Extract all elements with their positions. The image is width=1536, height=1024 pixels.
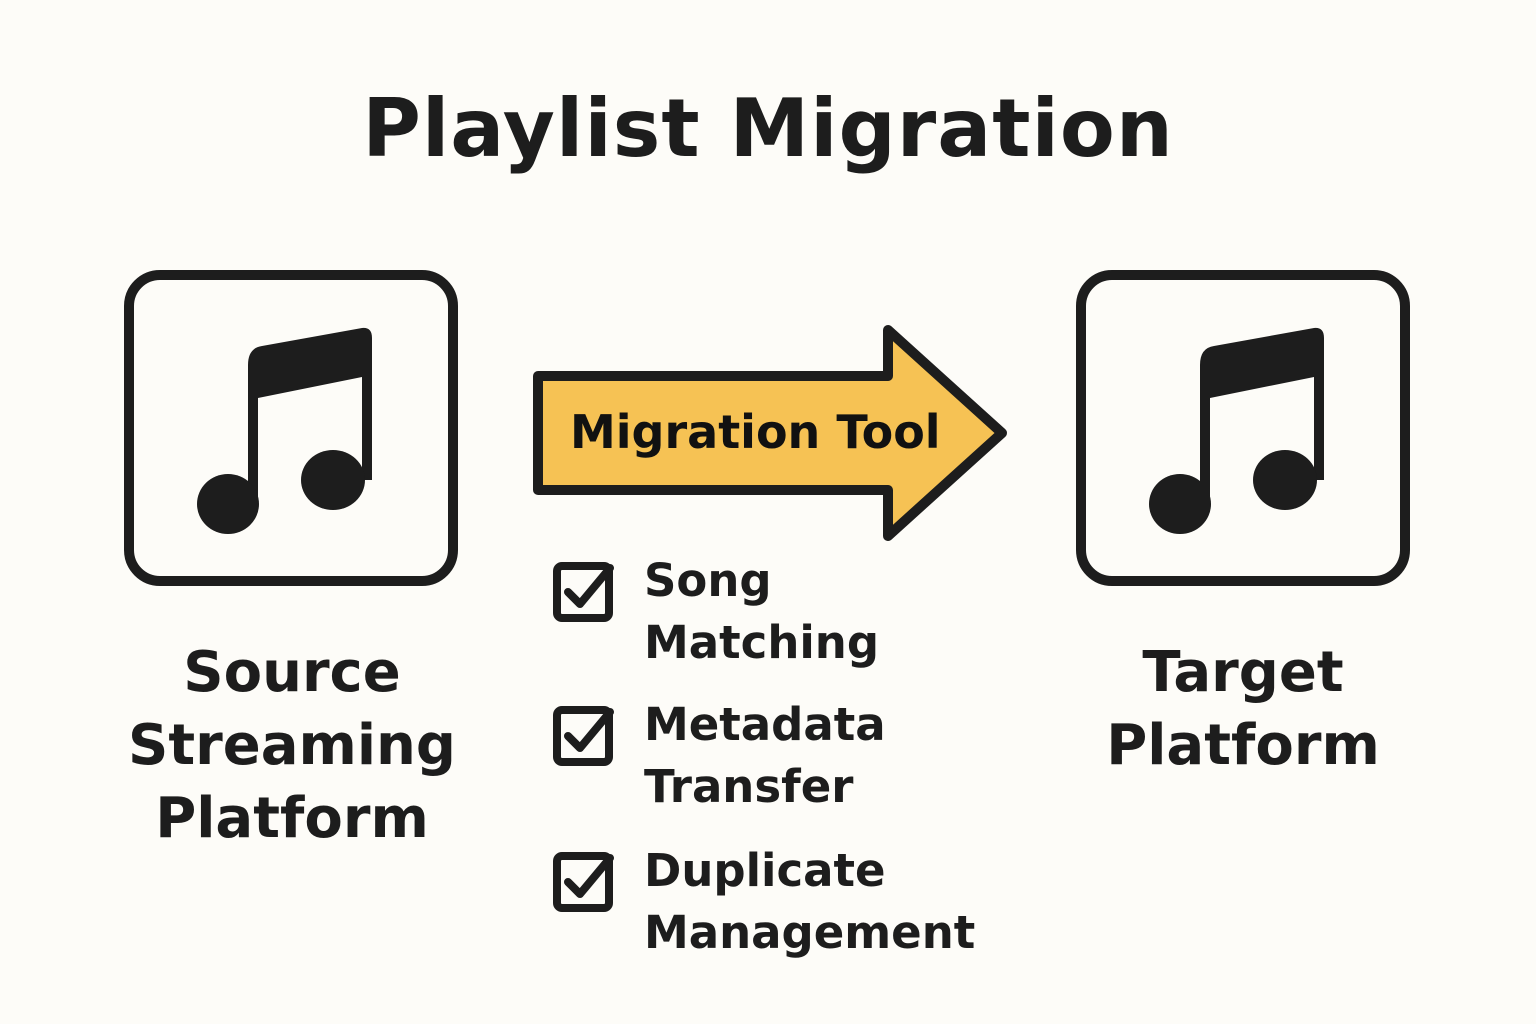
checkbox-checked-icon bbox=[553, 562, 614, 622]
music-note-icon bbox=[197, 327, 372, 534]
diagram-title: Playlist Migration bbox=[362, 82, 1174, 175]
checkbox-checked-icon bbox=[553, 706, 614, 766]
target-platform-label: Target Platform bbox=[1106, 640, 1380, 778]
music-note-icon bbox=[1149, 327, 1324, 534]
migration-tool-label: Migration Tool bbox=[570, 405, 941, 459]
source-platform-label: Source Streaming Platform bbox=[128, 640, 456, 851]
migration-arrow-icon bbox=[533, 325, 1007, 541]
checkbox-checked-icon bbox=[553, 852, 614, 912]
target-platform-box bbox=[1076, 270, 1410, 586]
source-platform-box bbox=[124, 270, 458, 586]
